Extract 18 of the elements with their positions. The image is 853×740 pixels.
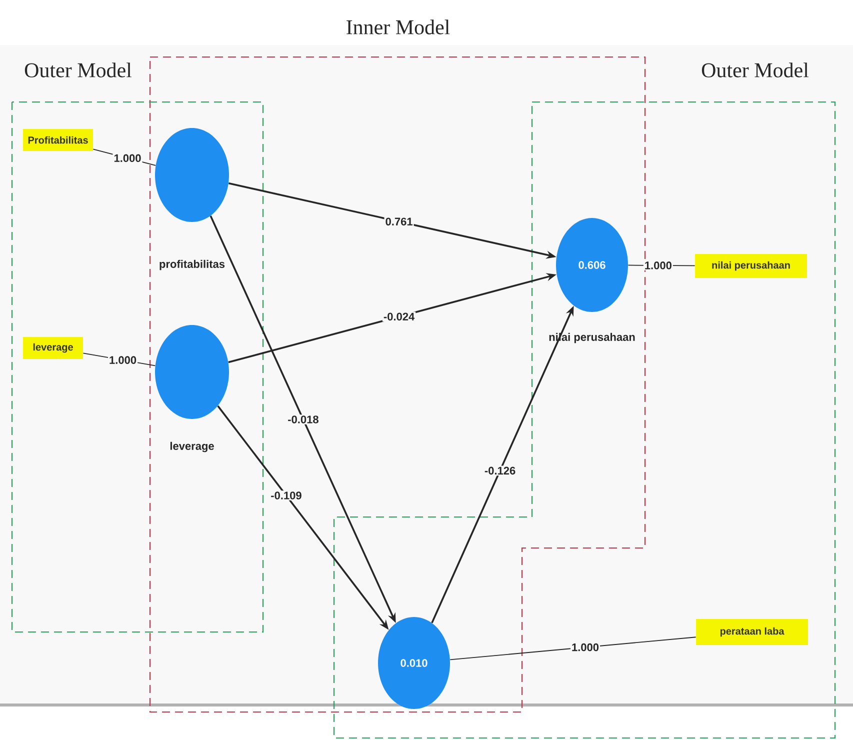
edge-label: -0.018	[286, 414, 320, 424]
indicator-box: leverage	[23, 337, 83, 359]
construct-label: profitabilitas	[158, 258, 226, 272]
edge-label: -0.024	[382, 312, 416, 322]
indicator-box: perataan laba	[696, 619, 808, 645]
construct-circle	[155, 128, 229, 222]
region-title: Outer Model	[24, 62, 132, 78]
region-title: Outer Model	[702, 62, 809, 78]
region-title: Inner Model	[346, 20, 450, 34]
edge-label: 1.000	[108, 355, 138, 365]
edge-label: 1.000	[643, 260, 673, 270]
construct-label: leverage	[168, 440, 216, 454]
indicator-box: nilai perusahaan	[695, 254, 807, 278]
construct-circle	[155, 325, 229, 419]
edge-label: -0.109	[270, 490, 303, 500]
edge-label: 1.000	[112, 153, 142, 164]
indicator-box: Profitabilitas	[23, 129, 93, 151]
edge-label: 0.761	[384, 216, 414, 226]
